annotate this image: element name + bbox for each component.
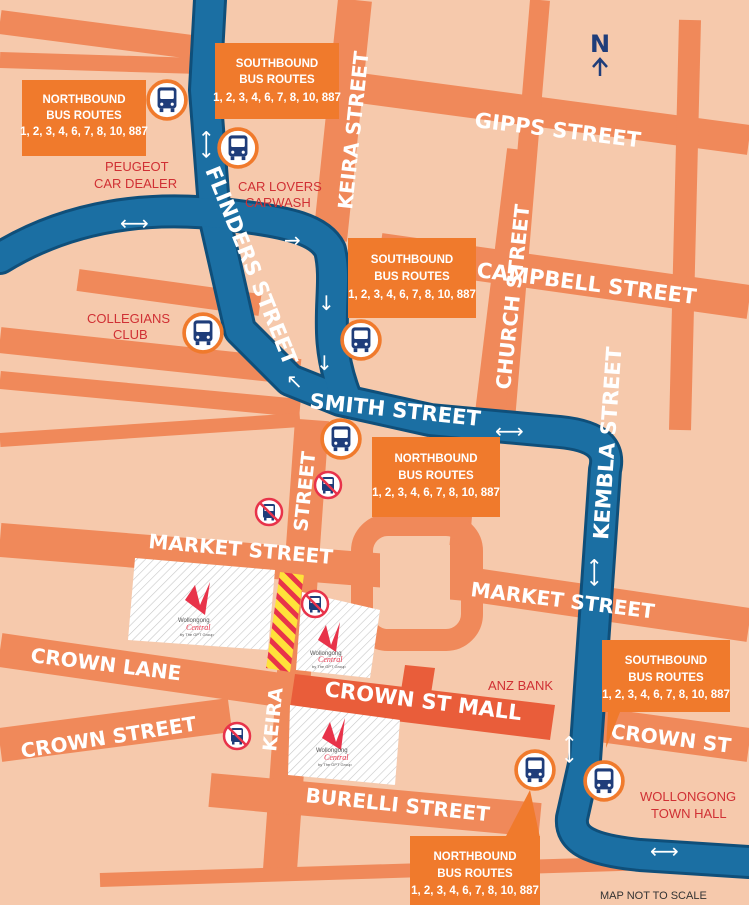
svg-text:NORTHBOUND: NORTHBOUND <box>42 94 125 106</box>
points-of-interest: PEUGEOT CAR DEALER CAR LOVERS CARWASH CO… <box>87 159 736 821</box>
callout-northbound-flinders: NORTHBOUND BUS ROUTES 1, 2, 3, 4, 6, 7, … <box>20 80 148 156</box>
road-west-lower-lane <box>0 413 301 447</box>
map-scale-note: MAP NOT TO SCALE <box>600 890 707 902</box>
road-crown-lane <box>0 633 283 707</box>
road-north-vertical-2 <box>669 19 701 431</box>
road-west-lane <box>0 371 301 417</box>
arrow-down-icon: ↓ <box>316 351 333 375</box>
crown-st-mall <box>290 665 555 740</box>
svg-text:SOUTHBOUND: SOUTHBOUND <box>625 655 707 667</box>
arrow-left-icon: ↖ <box>286 369 303 393</box>
two-way-arrow-icon: ⟷ <box>558 735 582 764</box>
arrow-right-icon: → <box>284 228 301 252</box>
svg-text:SOUTHBOUND: SOUTHBOUND <box>236 58 318 70</box>
central-logo-west: Wollongong Central by The GPT Group <box>178 582 214 637</box>
road-west-cross <box>0 327 302 385</box>
two-way-arrow-icon: ⟷ <box>195 130 219 159</box>
arrow-down-icon: ↓ <box>318 291 335 315</box>
poi-carlovers-line1: CAR LOVERS <box>238 179 322 194</box>
svg-text:1, 2, 3, 4, 6, 7, 8, 10, 887: 1, 2, 3, 4, 6, 7, 8, 10, 887 <box>20 126 148 138</box>
north-label: N <box>590 30 610 58</box>
svg-text:NORTHBOUND: NORTHBOUND <box>433 851 516 863</box>
callout-southbound-flinders: SOUTHBOUND BUS ROUTES 1, 2, 3, 4, 6, 7, … <box>213 43 341 119</box>
svg-text:Central: Central <box>324 753 349 762</box>
road-keira-street-north <box>313 0 372 242</box>
wollongong-central-logos: Wollongong Central by The GPT Group Woll… <box>178 582 352 767</box>
road-market-street-west <box>0 523 402 589</box>
poi-peugeot-line2: CAR DEALER <box>94 176 177 191</box>
svg-text:BUS ROUTES: BUS ROUTES <box>374 271 450 283</box>
north-indicator: N <box>590 30 610 76</box>
road-crown-street-west <box>0 698 233 762</box>
route-callouts: NORTHBOUND BUS ROUTES 1, 2, 3, 4, 6, 7, … <box>20 43 730 905</box>
poi-peugeot-line1: PEUGEOT <box>105 159 169 174</box>
road-crown-st-east <box>597 708 749 762</box>
svg-text:by The GPT Group: by The GPT Group <box>180 632 214 637</box>
no-bus-icon <box>254 497 284 527</box>
svg-text:Central: Central <box>186 623 211 632</box>
svg-text:Central: Central <box>318 655 343 664</box>
poi-townhall-line2: TOWN HALL <box>651 806 727 821</box>
callout-southbound-keira: SOUTHBOUND BUS ROUTES 1, 2, 3, 4, 6, 7, … <box>348 238 476 318</box>
road-northwest-diagonal <box>0 10 217 62</box>
callout-northbound-burelli: NORTHBOUND BUS ROUTES 1, 2, 3, 4, 6, 7, … <box>410 790 540 905</box>
svg-text:1, 2, 3, 4, 6, 7, 8, 10, 887: 1, 2, 3, 4, 6, 7, 8, 10, 887 <box>213 92 341 104</box>
road-church-street <box>473 148 537 432</box>
bus-stop-icon[interactable] <box>146 79 188 121</box>
svg-text:1, 2, 3, 4, 6, 7, 8, 10, 887: 1, 2, 3, 4, 6, 7, 8, 10, 887 <box>348 289 476 301</box>
two-way-arrow-icon: ⟷ <box>650 839 679 863</box>
svg-text:BUS ROUTES: BUS ROUTES <box>46 110 122 122</box>
road-northwest-lane <box>0 52 201 74</box>
no-bus-icon <box>313 470 343 500</box>
road-burelli-street <box>208 773 542 837</box>
building-central-south <box>288 705 400 785</box>
bus-stop-icon[interactable] <box>340 319 382 361</box>
svg-text:BUS ROUTES: BUS ROUTES <box>437 868 513 880</box>
poi-collegians-line2: CLUB <box>113 327 148 342</box>
svg-text:by The GPT Group: by The GPT Group <box>312 664 346 669</box>
poi-anz-bank: ANZ BANK <box>488 678 553 693</box>
bus-stop-icon[interactable] <box>583 760 625 802</box>
poi-townhall-line1: WOLLONGONG <box>640 789 736 804</box>
no-bus-icon <box>222 721 252 751</box>
svg-text:BUS ROUTES: BUS ROUTES <box>398 470 474 482</box>
svg-text:Wollongong: Wollongong <box>316 748 348 754</box>
bus-route <box>0 0 749 879</box>
svg-text:1, 2, 3, 4, 6, 7, 8, 10, 887: 1, 2, 3, 4, 6, 7, 8, 10, 887 <box>411 885 539 897</box>
svg-text:BUS ROUTES: BUS ROUTES <box>628 672 704 684</box>
route-direction-arrows: ⟷ ⟷ → ↓ ↓ ↖ ⟷ ⟷ ⟷ ⟷ <box>120 130 679 863</box>
svg-text:1, 2, 3, 4, 6, 7, 8, 10, 887: 1, 2, 3, 4, 6, 7, 8, 10, 887 <box>602 689 730 701</box>
poi-carlovers-line2: CARWASH <box>245 195 311 210</box>
no-bus-icon <box>300 589 330 619</box>
svg-text:BUS ROUTES: BUS ROUTES <box>239 74 315 86</box>
svg-text:NORTHBOUND: NORTHBOUND <box>394 453 477 465</box>
callout-northbound-smith: NORTHBOUND BUS ROUTES 1, 2, 3, 4, 6, 7, … <box>372 437 500 517</box>
central-logo-south: Wollongong Central by The GPT Group <box>316 718 352 767</box>
svg-text:1, 2, 3, 4, 6, 7, 8, 10, 887: 1, 2, 3, 4, 6, 7, 8, 10, 887 <box>372 487 500 499</box>
svg-text:by The GPT Group: by The GPT Group <box>318 762 352 767</box>
central-logo-mid: Wollongong Central by The GPT Group <box>310 622 346 669</box>
north-arrow-icon <box>592 57 608 76</box>
bus-stop-icon[interactable] <box>217 127 259 169</box>
pedestrian-crossing-zone <box>266 572 304 672</box>
bus-stop-icon[interactable] <box>514 749 556 791</box>
bus-route-main <box>191 0 749 876</box>
svg-text:Wollongong: Wollongong <box>310 651 342 657</box>
poi-collegians-line1: COLLEGIANS <box>87 311 170 326</box>
svg-text:Wollongong: Wollongong <box>178 618 210 624</box>
bus-stop-icon[interactable] <box>320 418 362 460</box>
svg-text:SOUTHBOUND: SOUTHBOUND <box>371 254 453 266</box>
callout-southbound-kembla: SOUTHBOUND BUS ROUTES 1, 2, 3, 4, 6, 7, … <box>602 640 730 748</box>
bus-route-west <box>0 197 359 409</box>
market-loop <box>351 514 483 651</box>
two-way-arrow-icon: ⟷ <box>583 558 607 587</box>
bus-stop-icon[interactable] <box>182 312 224 354</box>
two-way-arrow-icon: ⟷ <box>120 211 149 235</box>
